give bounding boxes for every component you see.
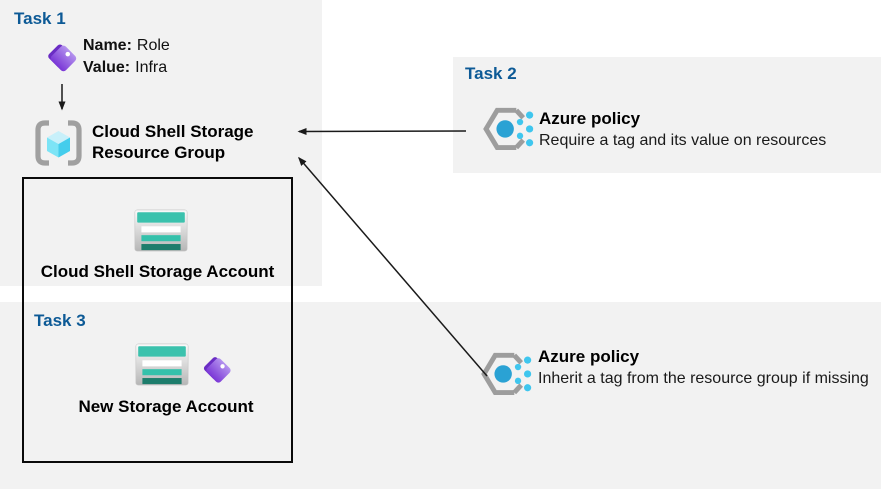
- cloud-shell-storage-account-label: Cloud Shell Storage Account: [40, 262, 275, 281]
- tag-name-text: Role: [136, 37, 170, 54]
- azure-policy-title: Azure policy: [539, 109, 641, 128]
- inherit-policy-text: Azure policy Inherit a tag from the reso…: [538, 346, 874, 390]
- azure-policy-icon: [483, 107, 534, 150]
- resource-group-boundary: [22, 177, 293, 463]
- azure-policy-title: Azure policy: [538, 347, 640, 366]
- tag-value-row: Value:Infra: [83, 57, 170, 79]
- storage-account-icon: [134, 209, 188, 252]
- task2-heading: Task 2: [465, 64, 517, 83]
- task1-heading: Task 1: [14, 9, 66, 28]
- tag-name-value: Name:Role Value:Infra: [83, 35, 170, 79]
- task2-panel: [453, 57, 881, 173]
- tag-name-row: Name:Role: [83, 35, 170, 57]
- require-policy-text: Azure policy Require a tag and its value…: [539, 108, 879, 152]
- storage-account-icon: [135, 343, 189, 386]
- azure-policy-description: Require a tag and its value on resources: [539, 132, 827, 149]
- resource-group-name: Cloud Shell Storage Resource Group: [92, 122, 254, 162]
- arrow-require-policy-to-resource-group: [297, 127, 467, 135]
- tag-name-label: Name:: [83, 37, 132, 54]
- azure-policy-icon: [481, 352, 532, 395]
- new-storage-account-label: New Storage Account: [78, 397, 254, 416]
- tag-value-label: Value:: [83, 59, 131, 76]
- resource-group-icon: [35, 120, 82, 166]
- tag-icon: [48, 44, 77, 72]
- tag-icon: [203, 357, 231, 383]
- azure-policy-description: Inherit a tag from the resource group if…: [538, 370, 869, 387]
- tag-value-text: Infra: [135, 59, 168, 76]
- task3-heading: Task 3: [34, 311, 86, 330]
